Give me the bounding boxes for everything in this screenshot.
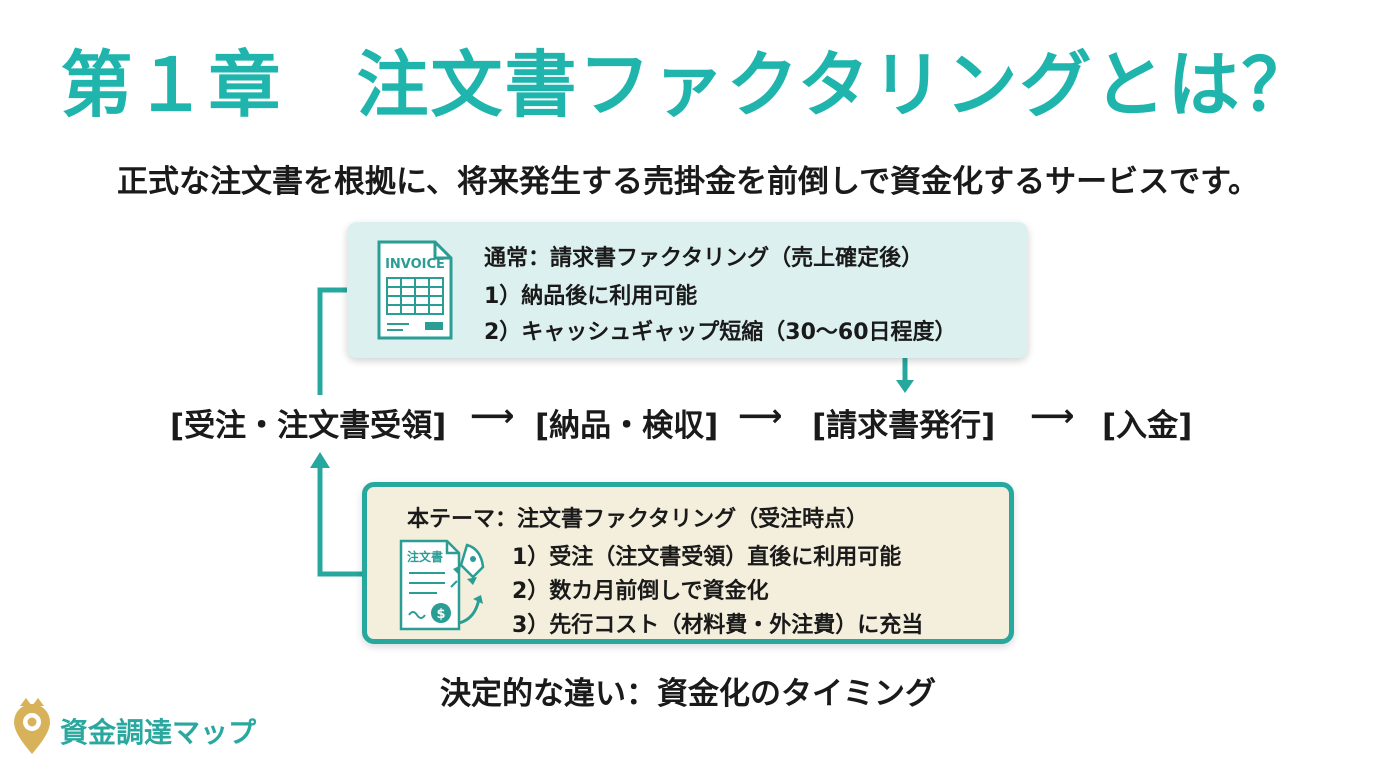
flow-arrow-1: ⟶ [470,398,515,434]
flow-step-order-received: [受注・注文書受領] [170,408,447,444]
order-factoring-box: 本テーマ：注文書ファクタリング（受注時点） 注文書 $ 1）受注（注文書受領）直… [362,482,1014,644]
connector-order-up-head [310,452,330,468]
invoice-item-1: 1）納品後に利用可能 [484,284,698,309]
brand-name: 資金調達マップ [60,716,257,749]
conclusion-text: 決定的な違い：資金化のタイミング [440,676,936,712]
connector-order-left [317,465,362,577]
order-document-rocket-icon: 注文書 $ [397,537,497,637]
flow-arrow-3: ⟶ [1030,398,1075,434]
invoice-item-2: 2）キャッシュギャップ短縮（30〜60日程度） [484,320,957,345]
page-title: 第１章 注文書ファクタリングとは？ [60,43,1316,127]
page-subtitle: 正式な注文書を根拠に、将来発生する売掛金を前倒しで資金化するサービスです。 [116,164,1260,200]
flow-arrow-2: ⟶ [738,398,783,434]
order-item-3: 3）先行コスト（材料費・外注費）に充当 [512,613,924,638]
invoice-icon: INVOICE [375,238,455,346]
order-item-1: 1）受注（注文書受領）直後に利用可能 [512,545,902,570]
invoice-factoring-box: INVOICE 通常：請求書ファクタリング（売上確定後） 1）納品後に利用可能 … [347,222,1028,358]
flow-step-delivery: [納品・検収] [535,408,719,444]
flow-step-invoice-issue: [請求書発行] [812,408,996,444]
map-pin-crown-icon [10,696,54,760]
invoice-box-heading: 通常：請求書ファクタリング（売上確定後） [484,246,924,271]
svg-text:$: $ [436,607,445,622]
flow-step-payment: [入金] [1102,408,1193,444]
order-icon-label: 注文書 [407,549,443,564]
order-box-heading: 本テーマ：注文書ファクタリング（受注時点） [407,507,869,532]
order-item-2: 2）数カ月前倒しで資金化 [512,579,769,604]
connector-invoice-down-head [896,380,914,393]
connector-invoice-left [317,287,347,395]
invoice-icon-label: INVOICE [385,257,445,272]
